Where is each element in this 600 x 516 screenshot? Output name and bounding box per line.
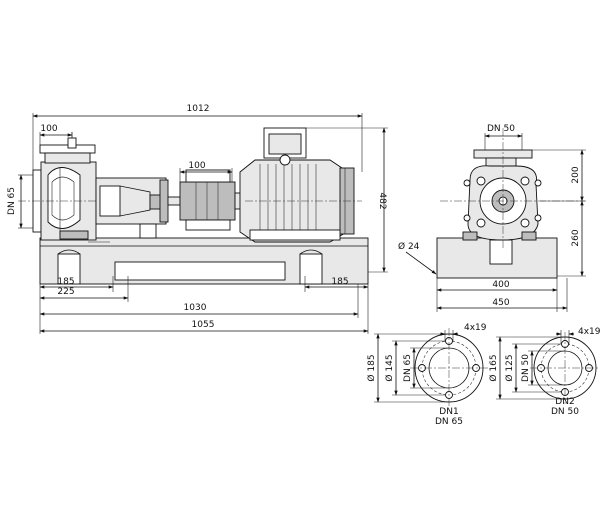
dn2-caption-size: DN 50: [551, 407, 579, 417]
dim-total-height: 482: [377, 192, 387, 209]
bearing-bracket: [95, 177, 181, 239]
dim-inlet-nominal: DN 65: [7, 187, 17, 215]
dim-upper-height: 200: [571, 166, 581, 183]
dn2-bolt-circle: Ø 125: [504, 354, 515, 381]
side-view: 1012 100 100 DN 65 482 185 185: [7, 104, 388, 334]
flange-dn1: Ø 185 Ø 145 DN 65 4x19 DN1 DN 65: [366, 323, 488, 427]
flange-dn2: Ø 165 Ø 125 DN 50 4x19 DN2 DN 50: [488, 327, 600, 417]
dim-foot-left: 185: [57, 277, 74, 287]
side-dimensions: 1012 100 100 DN 65 482 185 185: [7, 104, 388, 334]
front-view: DN 50 200 260 Ø 24 400 450: [398, 124, 586, 312]
dim-overall-length: 1012: [187, 104, 210, 114]
dn2-nominal-inner: DN 50: [521, 354, 531, 382]
dim-hole-diameter: Ø 24: [398, 241, 420, 252]
dim-coupling-width: 100: [188, 161, 205, 171]
dn1-outer-diameter: Ø 185: [366, 354, 377, 381]
dim-foot-right: 185: [331, 277, 348, 287]
coupling: [179, 169, 250, 231]
dn2-caption-name: DN2: [555, 397, 574, 407]
base-frame: [39, 237, 369, 285]
dim-outlet-nominal: DN 50: [487, 124, 515, 134]
dn1-nominal-inner: DN 65: [403, 354, 413, 382]
dim-base-width: 450: [492, 298, 509, 308]
dim-bolt-spacing: 400: [492, 280, 509, 290]
dim-total-base-length: 1055: [192, 320, 215, 330]
dim-base-length: 1030: [184, 303, 207, 313]
front-dimensions: DN 50 200 260 Ø 24 400 450: [398, 124, 586, 312]
dn2-holes: 4x19: [578, 327, 600, 337]
motor: [239, 127, 362, 243]
dim-foot-offset: 225: [57, 287, 74, 297]
dn1-holes: 4x19: [464, 323, 487, 333]
dim-lower-height: 260: [571, 229, 581, 246]
pump-casing: [18, 132, 245, 241]
dn1-caption-name: DN1: [439, 407, 458, 417]
dn1-caption-size: DN 65: [435, 417, 463, 427]
dn1-bolt-circle: Ø 145: [384, 354, 395, 381]
dim-flange-offset: 100: [40, 124, 57, 134]
dn2-outer-diameter: Ø 165: [488, 354, 499, 381]
